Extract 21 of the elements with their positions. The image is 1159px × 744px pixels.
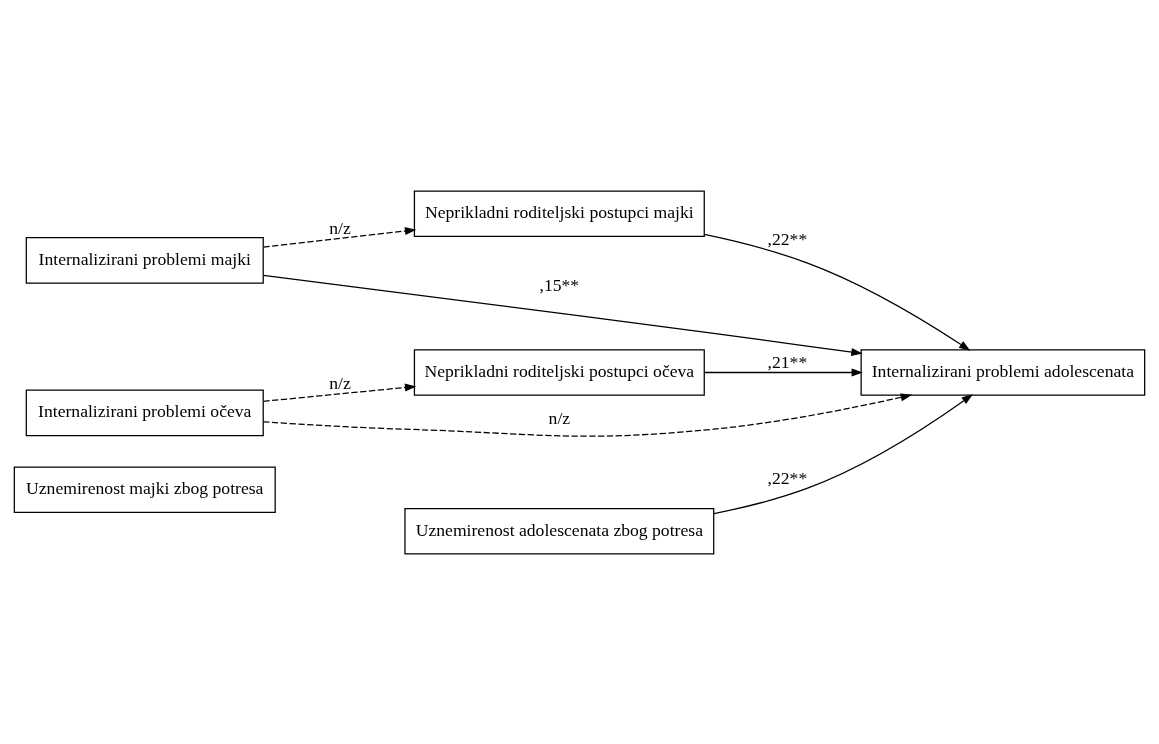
arrow — [262, 392, 913, 437]
edge-label: n/z — [548, 407, 571, 428]
node-box: Internalizirani problemi adolescenata — [860, 348, 1146, 396]
node-box: Neprikladni roditeljski postupci očeva — [413, 348, 705, 396]
arrow — [262, 274, 863, 356]
node-box: Internalizirani problemi očeva — [25, 389, 264, 436]
arrow — [703, 233, 971, 351]
edge-label: n/z — [329, 217, 351, 238]
edge-label: ,15** — [539, 274, 580, 295]
arrow — [262, 383, 417, 402]
node-box: Internalizirani problemi majki — [25, 236, 264, 284]
edge-label: ,22** — [767, 228, 808, 249]
node-box: Neprikladni roditeljski postupci majki — [413, 189, 705, 237]
arrow — [703, 368, 863, 376]
arrow — [262, 226, 417, 248]
node-box: Uznemirenost adolescenata zbog potresa — [404, 507, 715, 555]
arrow — [713, 393, 973, 514]
node-box: Uznemirenost majki zbog potresa — [13, 465, 276, 513]
edge-label: n/z — [329, 372, 351, 393]
edge-label: ,21** — [767, 351, 808, 372]
edge-label: ,22** — [767, 467, 808, 488]
